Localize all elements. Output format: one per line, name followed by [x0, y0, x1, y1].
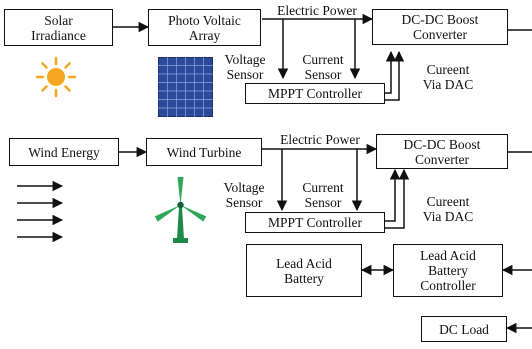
- wind-turbine-icon: [154, 177, 207, 243]
- dc-load-box: DC Load: [421, 316, 507, 342]
- solar-panel-icon: [158, 57, 213, 117]
- dac-arrow-solar-inner: [385, 50, 405, 101]
- wind-voltage-sensor-label: Voltage Sensor: [223, 180, 265, 210]
- wind-electric-power-label: Electric Power: [280, 132, 360, 147]
- solar-electric-power-label: Electric Power: [277, 3, 357, 18]
- solar-mppt-controller-box: MPPT Controller: [245, 83, 385, 104]
- solar-irradiance-box: Solar Irradiance: [4, 9, 113, 46]
- solar-current-via-dac-label: Cureent Via DAC: [422, 62, 474, 92]
- wind-energy-box: Wind Energy: [9, 138, 119, 166]
- dac-arrow-wind-inner: [385, 168, 410, 229]
- lead-acid-battery-box: Lead Acid Battery: [246, 244, 362, 297]
- wind-turbine-box: Wind Turbine: [146, 138, 262, 166]
- dac-arrow-solar-outer: [385, 50, 397, 94]
- pv-array-box: Photo Voltaic Array: [148, 9, 261, 46]
- solar-voltage-sensor-label: Voltage Sensor: [224, 52, 266, 82]
- wind-current-via-dac-label: Cureent Via DAC: [422, 194, 474, 224]
- solar-dc-dc-boost-converter-box: DC-DC Boost Converter: [372, 9, 508, 45]
- wind-mppt-controller-box: MPPT Controller: [245, 212, 385, 233]
- battery-controller-box: Lead Acid Battery Controller: [393, 244, 503, 297]
- wind-current-sensor-label: Current Sensor: [302, 180, 344, 210]
- solar-current-sensor-label: Current Sensor: [302, 52, 344, 82]
- wind-arrows-icon: [17, 180, 64, 243]
- sun-icon: [35, 56, 77, 98]
- dac-arrow-wind-outer: [385, 168, 401, 222]
- wind-dc-dc-boost-converter-box: DC-DC Boost Converter: [376, 134, 508, 169]
